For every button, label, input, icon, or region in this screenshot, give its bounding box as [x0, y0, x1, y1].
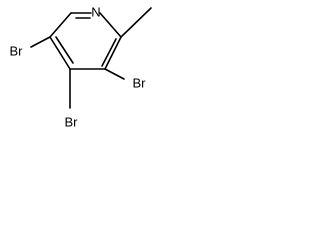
bond-c5-c6 [49, 12, 72, 38]
bond-n-c2 [99, 12, 122, 38]
bond-c4-c5-outer [49, 36, 71, 70]
bond-c2-c3-inner [101, 38, 117, 67]
bromine-label-bottom: Br [65, 114, 79, 129]
bromine-bond-top-left [30, 36, 51, 48]
bromine-bond-right [104, 68, 125, 80]
bond-c4-c5-inner [55, 36, 74, 64]
bond-c2-c3-outer [104, 36, 122, 70]
bromine-label-right: Br [133, 75, 147, 90]
molecule-svg: N Br Br Br [10, 4, 152, 129]
structure-diagram: N Br Br Br [0, 0, 164, 138]
bromine-label-top-left: Br [10, 43, 24, 58]
nitrogen-label: N [91, 4, 100, 19]
methyl-bond [120, 7, 152, 38]
